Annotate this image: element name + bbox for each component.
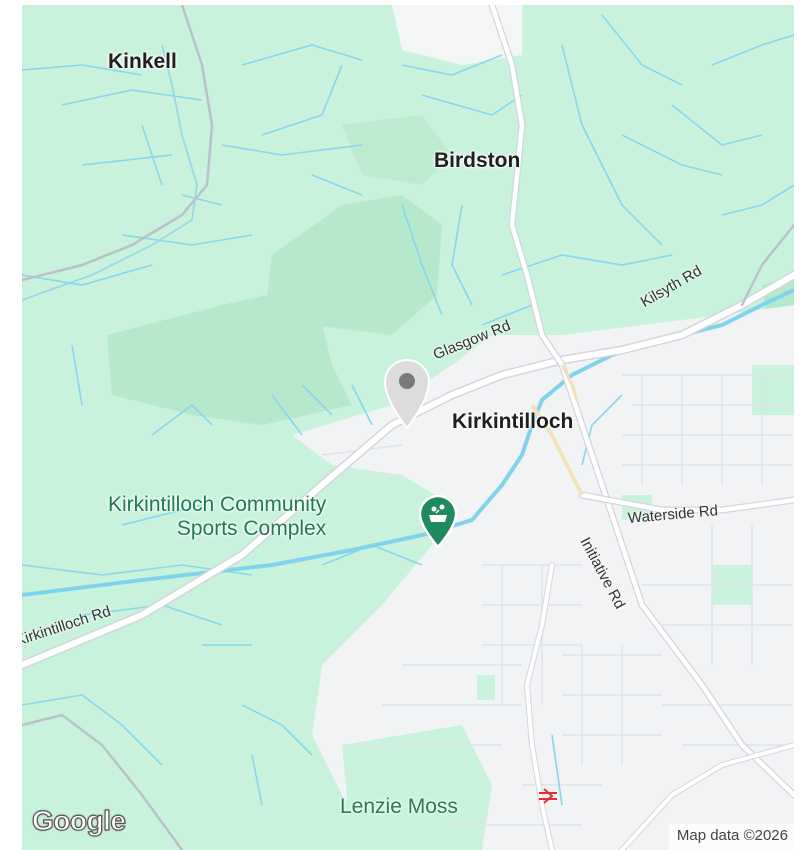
urban-area xyxy=(292,305,794,850)
poi-label-line1: Kirkintilloch Community xyxy=(108,493,327,516)
park-area xyxy=(342,725,492,850)
park-area xyxy=(752,365,794,415)
place-label-kinkell[interactable]: Kinkell xyxy=(108,50,177,73)
town-centre-street xyxy=(560,364,579,401)
forest-area xyxy=(342,115,452,185)
river xyxy=(22,44,198,301)
sports-complex-icon[interactable] xyxy=(416,493,460,549)
park-label-lenzie-moss[interactable]: Lenzie Moss xyxy=(340,795,458,818)
forest-area xyxy=(392,5,522,65)
forest-area xyxy=(267,195,442,335)
map-attribution[interactable]: Map data ©2026 xyxy=(668,824,794,850)
rail-station-icon[interactable] xyxy=(537,786,559,806)
location-pin-icon[interactable] xyxy=(381,355,433,431)
google-logo: Google xyxy=(31,804,126,836)
place-label-birdston[interactable]: Birdston xyxy=(434,149,521,172)
poi-label-sports-complex[interactable]: Kirkintilloch Community Sports Complex xyxy=(108,493,326,541)
major-roads xyxy=(22,5,794,850)
poi-label-line2: Sports Complex xyxy=(176,517,327,540)
waterways xyxy=(22,14,794,806)
forest-area xyxy=(107,295,352,425)
map-base xyxy=(22,5,794,850)
map-view[interactable]: Kinkell Birdston Kirkintilloch Glasgow R… xyxy=(22,5,794,850)
park-area xyxy=(477,675,495,700)
place-label-kirkintilloch[interactable]: Kirkintilloch xyxy=(452,410,574,433)
town-centre-street xyxy=(530,403,584,496)
